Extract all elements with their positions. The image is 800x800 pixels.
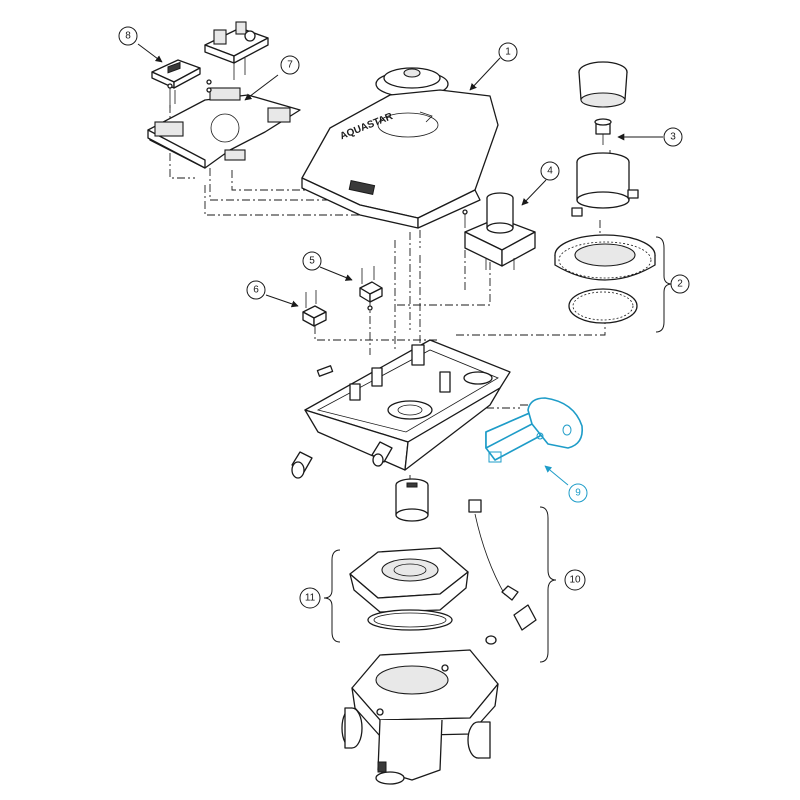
callout-1: 1 (498, 42, 518, 62)
callout-9-label: 9 (575, 488, 581, 499)
part-7-control-boards (147, 21, 301, 169)
callout-5-label: 5 (309, 256, 315, 267)
part-2-gear-ring (554, 234, 656, 324)
callout-8: 8 (118, 26, 138, 46)
part-9-drive-arm (485, 397, 584, 463)
callout-6: 6 (246, 280, 266, 300)
part-6-switch (302, 290, 327, 327)
callout-11: 11 (299, 587, 321, 609)
base-housing (291, 339, 511, 479)
callout-2-label: 2 (677, 279, 683, 290)
callout-7: 7 (280, 55, 300, 75)
brace-part-10 (539, 506, 557, 663)
leader-lines (137, 43, 663, 486)
part-8-relay-board (151, 59, 201, 108)
callout-1-label: 1 (505, 47, 511, 58)
callout-8-label: 8 (125, 31, 131, 42)
callout-3-label: 3 (670, 132, 676, 143)
callout-2: 2 (670, 274, 690, 294)
callout-11-label: 11 (305, 593, 316, 604)
valve-body (341, 649, 499, 785)
callout-10: 10 (564, 569, 586, 591)
callout-10-label: 10 (569, 575, 581, 586)
brace-part-11 (323, 549, 341, 643)
callout-7-label: 7 (287, 60, 293, 71)
callout-3: 3 (663, 127, 683, 147)
part-11-valve-head (349, 547, 469, 631)
brace-part-2 (655, 236, 673, 333)
callout-9: 9 (568, 483, 588, 503)
coupler (395, 478, 429, 522)
part-10-tubing (468, 499, 537, 645)
part-5-switch (359, 266, 383, 311)
callout-5: 5 (302, 251, 322, 271)
callout-6-label: 6 (253, 285, 259, 296)
part-1-cover: AQUASTAR (301, 67, 499, 229)
callout-4: 4 (540, 161, 560, 181)
callout-4-label: 4 (547, 166, 553, 177)
part-4-motor (462, 192, 536, 270)
part-3-turbine-assembly (571, 61, 639, 217)
